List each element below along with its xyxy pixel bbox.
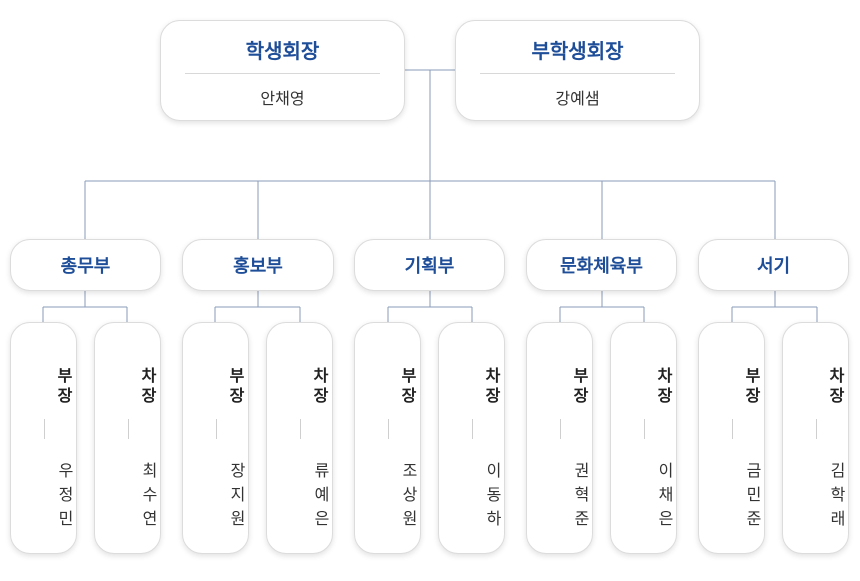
divider	[43, 419, 45, 439]
dept-publicity: 홍보부	[182, 239, 334, 291]
member-name: 권혁준	[571, 462, 590, 534]
member-role: 부장	[570, 367, 589, 407]
member-name: 최수연	[139, 462, 158, 534]
dept-title: 기획부	[404, 256, 455, 277]
member-name: 조상원	[399, 462, 418, 534]
member-role: 부장	[54, 367, 73, 407]
vice-president-box: 부학생회장 강예샘	[455, 20, 700, 121]
member-role: 차장	[310, 367, 329, 407]
dept-title: 서기	[756, 256, 791, 277]
dept-title: 홍보부	[233, 256, 283, 277]
president-box: 학생회장 안채영	[160, 20, 405, 121]
dept-culture-sports: 문화체육부	[526, 239, 677, 291]
member-card: 부장 장지원	[182, 322, 249, 554]
member-name: 우정민	[55, 462, 74, 534]
member-card: 부장 권혁준	[526, 322, 593, 554]
divider	[127, 419, 129, 439]
divider	[480, 73, 675, 74]
member-card: 차장 최수연	[94, 322, 161, 554]
member-name: 김학래	[827, 462, 846, 534]
divider	[299, 419, 301, 439]
member-name: 이동하	[483, 462, 502, 534]
dept-general-affairs: 총무부	[10, 239, 161, 291]
member-card: 차장 류예은	[266, 322, 333, 554]
member-role: 차장	[482, 367, 501, 407]
president-title: 학생회장	[245, 39, 320, 63]
member-card: 부장 조상원	[354, 322, 421, 554]
member-role: 차장	[654, 367, 673, 407]
member-card: 부장 금민준	[698, 322, 765, 554]
member-role: 부장	[398, 367, 417, 407]
divider	[185, 73, 380, 74]
dept-title: 총무부	[60, 256, 111, 277]
member-name: 금민준	[743, 462, 762, 534]
member-role: 차장	[138, 367, 157, 407]
president-name: 안채영	[260, 89, 305, 108]
member-name: 이채은	[655, 462, 674, 534]
divider	[387, 419, 389, 439]
vice-president-name: 강예샘	[555, 89, 600, 108]
member-role: 부장	[226, 367, 245, 407]
member-role: 부장	[742, 367, 761, 407]
divider	[731, 419, 733, 439]
member-card: 차장 이채은	[610, 322, 677, 554]
member-card: 부장 우정민	[10, 322, 77, 554]
dept-planning: 기획부	[354, 239, 505, 291]
divider	[559, 419, 561, 439]
divider	[215, 419, 217, 439]
member-card: 차장 이동하	[438, 322, 505, 554]
divider	[643, 419, 645, 439]
divider	[815, 419, 817, 439]
dept-secretary: 서기	[698, 239, 849, 291]
member-name: 장지원	[227, 462, 246, 534]
vice-president-title: 부학생회장	[531, 39, 624, 63]
member-role: 차장	[826, 367, 845, 407]
member-card: 차장 김학래	[782, 322, 849, 554]
dept-title: 문화체육부	[560, 256, 643, 277]
divider	[471, 419, 473, 439]
member-name: 류예은	[311, 462, 330, 534]
